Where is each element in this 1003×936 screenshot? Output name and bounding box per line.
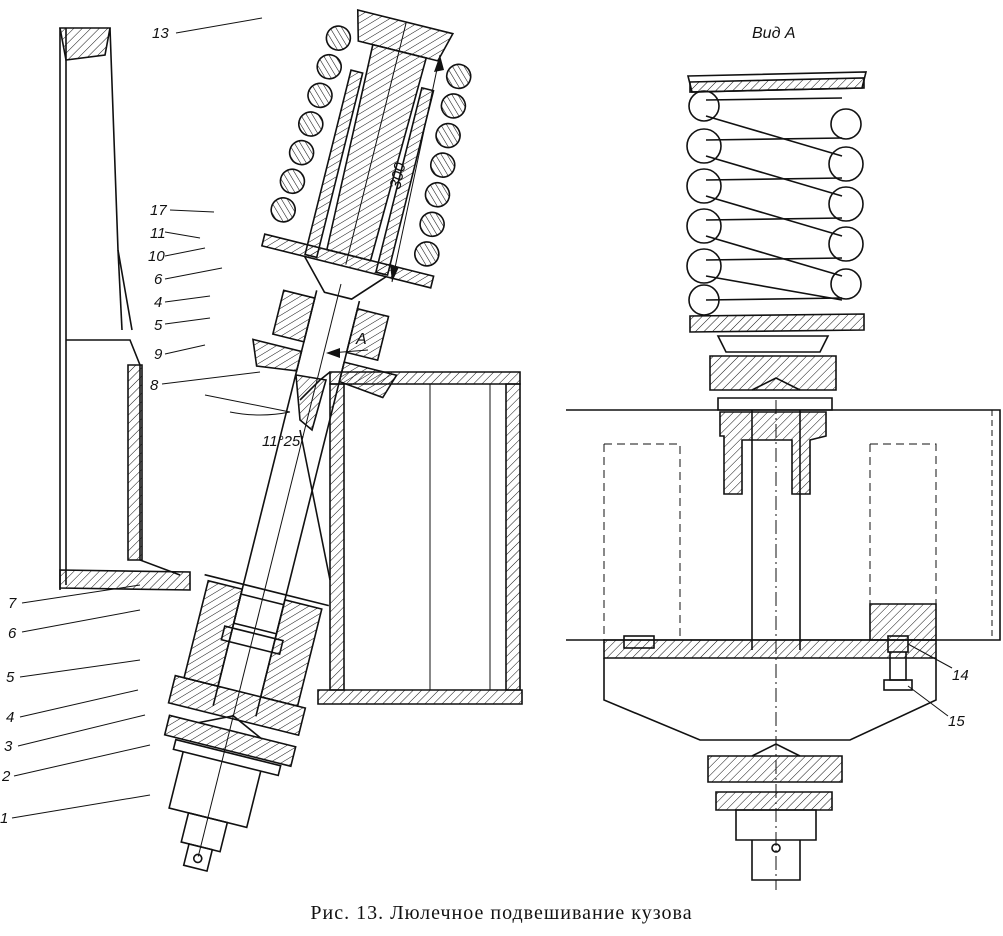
leader-lines	[11, 17, 263, 819]
callout-5-upper: 5	[154, 317, 163, 334]
callout-15: 15	[948, 713, 965, 730]
angle-annotation: 11°25'	[204, 394, 304, 450]
main-spring	[686, 90, 864, 316]
callout-17: 17	[150, 202, 167, 219]
inclined-hanger	[163, 8, 472, 873]
angle-label: 11°25'	[262, 433, 304, 450]
callout-13: 13	[152, 25, 169, 42]
view-label: Вид А	[752, 25, 796, 42]
callout-9: 9	[154, 346, 163, 363]
dimension-300: 300	[387, 54, 444, 283]
callout-11: 11	[150, 225, 166, 242]
callout-6-upper: 6	[154, 271, 163, 288]
spring-left	[270, 25, 352, 223]
callout-10: 10	[148, 248, 165, 265]
callout-4-upper: 4	[154, 294, 162, 311]
callout-14: 14	[952, 667, 969, 684]
callout-7: 7	[8, 595, 17, 612]
callout-8: 8	[150, 377, 159, 394]
spring-right	[414, 63, 472, 267]
body-wall	[59, 27, 191, 591]
callouts-left: 13 17 11 10 6 4 5 9 8 7 6 5 4 3 2 1	[0, 25, 169, 827]
view-arrow: A	[326, 331, 369, 358]
callout-1: 1	[0, 810, 8, 827]
callout-6-lower: 6	[8, 625, 17, 642]
callout-3: 3	[4, 738, 13, 755]
view-a: Вид А	[566, 25, 1001, 890]
section-view: 300 A 11°25'	[0, 8, 523, 873]
figure-caption: Рис. 13. Люлечное подвешивание кузова	[310, 902, 693, 924]
callout-2: 2	[1, 768, 11, 785]
arrow-label: A	[355, 331, 367, 348]
callout-5-lower: 5	[6, 669, 15, 686]
dimension-label: 300	[387, 161, 409, 191]
callout-4-lower: 4	[6, 709, 14, 726]
